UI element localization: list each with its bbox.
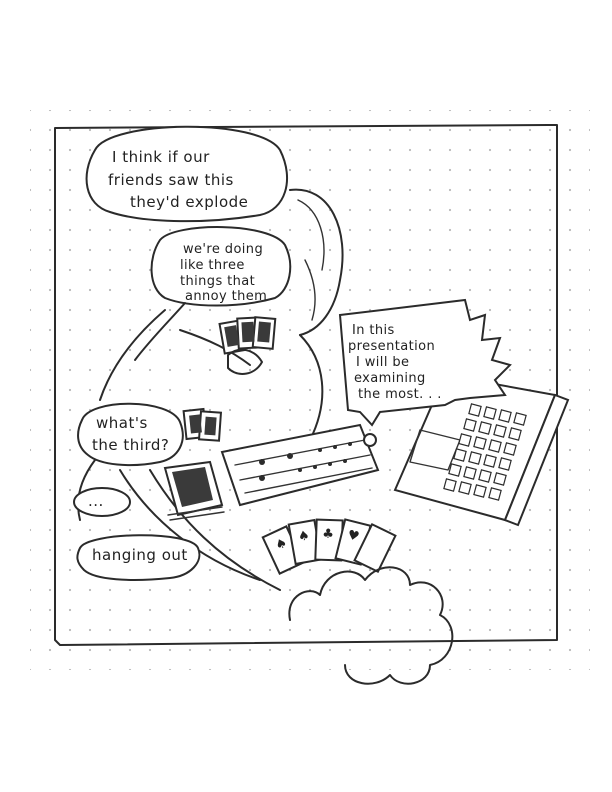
friends-line-1: I think if our [112, 148, 210, 166]
character-lap [77, 459, 96, 521]
character-curly-hair [288, 566, 454, 685]
cribbage-board-icon [220, 423, 380, 507]
character-shoulder [299, 334, 324, 441]
hanging-text: hanging out [92, 546, 188, 564]
presentation-line-1: In this [352, 323, 395, 338]
presentation-line-4: examining [354, 371, 426, 386]
svg-text:♠: ♠ [297, 528, 311, 545]
speech-bubble-ellipsis: ... [73, 487, 131, 517]
svg-text:♥: ♥ [346, 528, 361, 545]
laptop-icon [393, 373, 570, 527]
annoy-line-4: annoy them [185, 289, 267, 304]
speech-bubble-hanging: hanging out [76, 534, 201, 581]
ellipsis-text: ... [88, 492, 104, 510]
character-hair-strands [297, 199, 325, 321]
friends-line-3: they'd explode [130, 193, 248, 211]
annoy-line-1: we're doing [183, 242, 263, 257]
presentation-line-3: I will be [356, 355, 409, 370]
character-body-left [99, 309, 166, 401]
speech-bubble-third: what's the third? [77, 402, 184, 467]
friends-line-2: friends saw this [108, 171, 234, 189]
laptop-keyboard [443, 403, 527, 501]
speech-bubble-friends: I think if our friends saw this they'd e… [85, 125, 289, 223]
presentation-line-5: the most. . . [358, 387, 442, 402]
svg-text:♠: ♠ [273, 535, 290, 554]
card-fan: ♠ ♠ ♣ ♥ [261, 518, 397, 575]
third-line-2: the third? [92, 436, 169, 454]
svg-text:♣: ♣ [322, 527, 335, 542]
speech-bubble-annoy: we're doing like three things that annoy… [134, 226, 292, 361]
comic-panel-border [54, 124, 558, 646]
character-leg-2 [149, 469, 281, 591]
annoy-line-3: things that [180, 274, 255, 289]
card-deck [163, 460, 225, 521]
playing-cards-icon [218, 316, 277, 375]
character-arm [179, 329, 251, 366]
third-line-1: what's [96, 414, 148, 432]
speech-bubble-presentation: In this presentation I will be examining… [338, 298, 512, 427]
character-leg [119, 469, 261, 581]
character-hair [289, 188, 344, 336]
card-pair [182, 407, 223, 442]
presentation-line-2: presentation [348, 339, 435, 354]
annoy-line-2: like three [180, 258, 245, 273]
